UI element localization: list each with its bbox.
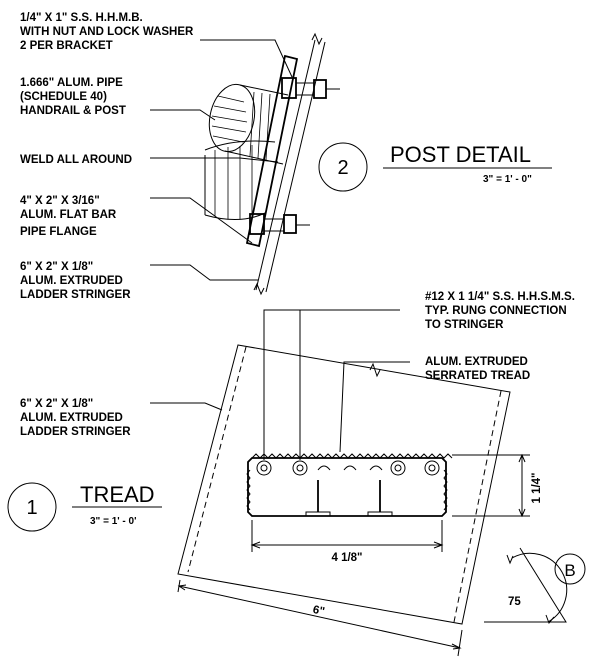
detail-number-circle-1	[7, 482, 57, 532]
tread-scale: 3" = 1' - 0'	[90, 516, 136, 527]
stringer-outline	[177, 344, 511, 625]
dim-width	[250, 520, 444, 552]
dim-height-label: 1 1/4"	[531, 472, 543, 503]
detail-number-circle-2	[318, 142, 368, 192]
leader-weld	[150, 157, 279, 163]
note-fastener: #12 X 1 1/4" S.S. H.H.S.M.S. TYP. RUNG C…	[425, 291, 578, 331]
stringer-edge-left	[255, 39, 316, 291]
dim-stringer	[177, 579, 463, 657]
stringer-lip-right	[453, 390, 502, 623]
angle-marker: B	[564, 561, 575, 580]
note-weld: WELD ALL AROUND	[20, 154, 132, 166]
note-tread: ALUM. EXTRUDED SERRATED TREAD	[425, 356, 531, 382]
stringer-break-mark	[369, 362, 381, 378]
serrated-tread	[246, 453, 453, 517]
detail-number-1: 1	[26, 497, 37, 519]
post-detail-title: POST DETAIL	[390, 142, 531, 167]
angle-arrow-bottom	[545, 614, 555, 624]
angle-lines	[484, 547, 567, 623]
post-detail-scale: 3" = 1' - 0"	[483, 174, 532, 185]
post-detail: 1/4" X 1" S.S. H.H.M.B. WITH NUT AND LOC…	[20, 12, 552, 301]
dim-width-label: 4 1/8"	[331, 552, 362, 564]
break-mark-top	[311, 32, 323, 46]
dim-stringer-label: 6"	[312, 604, 326, 618]
note-bolt: 1/4" X 1" S.S. H.H.M.B. WITH NUT AND LOC…	[20, 12, 197, 52]
tread-detail: #12 X 1 1/4" S.S. H.H.S.M.S. TYP. RUNG C…	[7, 291, 578, 657]
leader-tread	[339, 361, 410, 453]
pipe-flange-bar	[245, 54, 299, 248]
leader-pipe	[150, 109, 216, 121]
leader-bolt	[200, 39, 293, 78]
leader-flange	[150, 197, 253, 244]
note-flange: 4" X 2" X 3/16" ALUM. FLAT BAR PIPE FLAN…	[20, 195, 119, 238]
break-mark-bottom	[253, 282, 265, 296]
angle-value: 75	[508, 596, 521, 608]
note-stringer: 6" X 2" X 1/8" ALUM. EXTRUDED LADDER STR…	[20, 398, 131, 438]
stringer-edge-right	[265, 41, 326, 293]
angle-detail: B 75	[484, 547, 586, 624]
bolt-bottom	[249, 213, 310, 235]
leader-stringer	[150, 402, 223, 411]
tread-title: TREAD	[80, 482, 155, 507]
note-pipe: 1.666" ALUM. PIPE (SCHEDULE 40) HANDRAIL…	[20, 77, 126, 117]
leader-fastener-1	[263, 309, 400, 460]
dim-height	[452, 453, 530, 518]
stringer-lip-left	[187, 346, 247, 573]
angle-arrow-top	[506, 554, 514, 565]
detail-number-2: 2	[337, 157, 348, 179]
leader-stringer-top	[150, 264, 258, 281]
bolt-top	[281, 77, 340, 99]
note-stringer-top: 6" X 2" X 1/8" ALUM. EXTRUDED LADDER STR…	[20, 261, 131, 301]
angle-arc	[511, 552, 568, 623]
angle-marker-circle	[554, 553, 586, 585]
